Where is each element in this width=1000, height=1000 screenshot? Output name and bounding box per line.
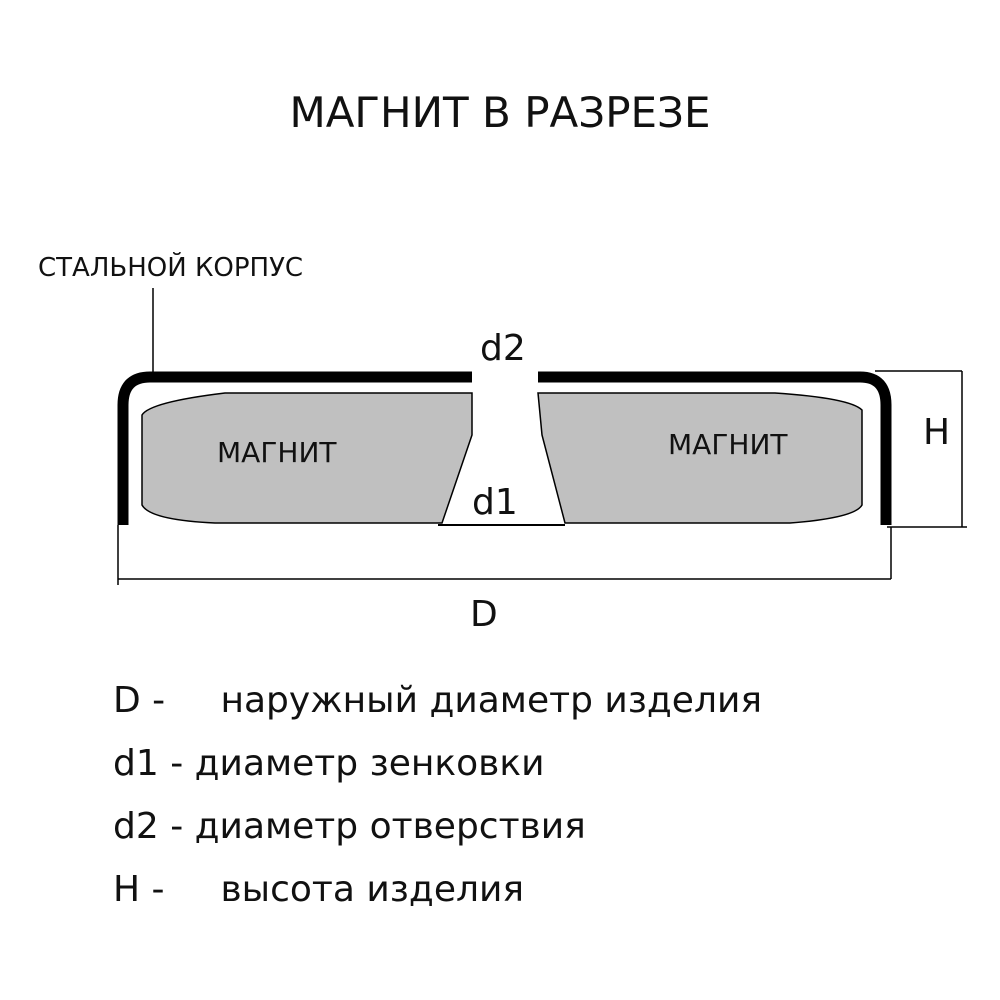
legend-text: диаметр зенковки (194, 743, 545, 784)
d-label: D (470, 594, 498, 635)
d2-label: d2 (480, 328, 526, 369)
d1-label: d1 (472, 482, 518, 523)
legend-key: D - (113, 680, 166, 721)
legend-item: H - высота изделия (113, 869, 524, 910)
legend-item: d1 - диаметр зенковки (113, 743, 545, 784)
legend-key: H - (113, 869, 165, 910)
legend-text: диаметр отверствия (194, 806, 586, 847)
magnet-left-shape (141, 392, 473, 524)
legend-text: наружный диаметр изделия (220, 680, 762, 721)
housing-label: СТАЛЬНОЙ КОРПУС (38, 253, 304, 283)
magnet-right-shape (537, 392, 863, 524)
h-label: H (923, 412, 951, 453)
steel-housing-left (117, 371, 472, 525)
diagram-title: МАГНИТ В РАЗРЕЗЕ (289, 88, 711, 137)
magnet-left-label: МАГНИТ (217, 436, 337, 469)
steel-housing-right (538, 371, 892, 525)
legend-item: D - наружный диаметр изделия (113, 680, 762, 721)
magnet-right-label: МАГНИТ (668, 428, 788, 461)
legend-key: d1 - (113, 743, 184, 784)
legend-text: высота изделия (220, 869, 525, 910)
legend-item: d2 - диаметр отверствия (113, 806, 586, 847)
legend-key: d2 - (113, 806, 184, 847)
